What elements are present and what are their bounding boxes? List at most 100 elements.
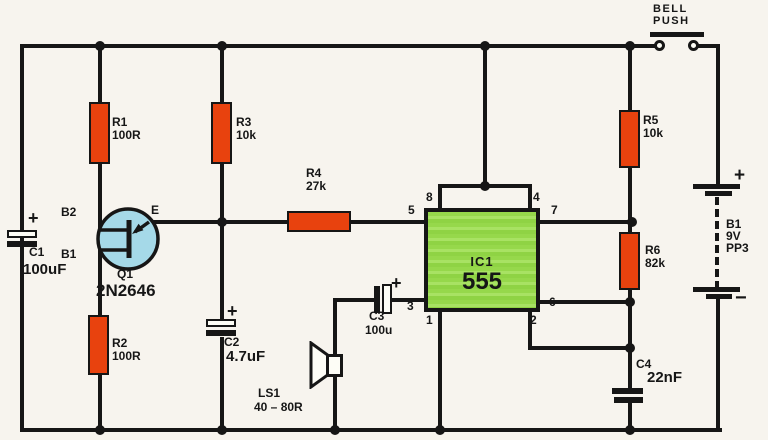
- wire-battery-bottom: [716, 296, 720, 430]
- wire-r1-b2: [98, 162, 102, 240]
- wire-left-rail: [20, 44, 24, 432]
- c1-value-label: 100uF: [23, 261, 67, 278]
- wire-pin2-vertical: [528, 312, 532, 350]
- speaker-driver: [326, 354, 343, 377]
- resistor-r6: [619, 232, 640, 290]
- capacitor-c4-plate: [614, 397, 643, 403]
- capacitor-c3-plate-positive: [382, 284, 392, 314]
- q1-b2-label: B2: [61, 205, 77, 219]
- c4-value-label: 22nF: [647, 369, 683, 386]
- junction-dot: [627, 217, 637, 227]
- junction-dot: [480, 41, 490, 51]
- battery-plate-short-negative: [706, 294, 732, 299]
- capacitor-c2-plate-positive: [206, 319, 236, 327]
- wire-r1-top: [98, 48, 102, 104]
- wire-pin2-horizontal: [528, 346, 632, 350]
- ic-pin3-label: 3: [407, 299, 414, 313]
- resistor-r3: [211, 102, 232, 164]
- switch-contact: [688, 40, 699, 51]
- ic-pin7-label: 7: [551, 203, 558, 217]
- junction-dot: [217, 41, 227, 51]
- battery-plate-short: [705, 191, 732, 196]
- junction-dot: [625, 425, 635, 435]
- wire-r5-top: [628, 48, 632, 112]
- wire-b1-r2: [98, 238, 102, 317]
- capacitor-c3-plate-negative: [374, 286, 380, 313]
- wire-c4-bottom: [628, 402, 632, 430]
- junction-dot: [217, 425, 227, 435]
- wire-top-rail: [20, 44, 658, 48]
- ls1-value-label: 40 – 80R: [254, 400, 303, 414]
- junction-dot: [625, 41, 635, 51]
- wire-pin8: [438, 186, 442, 210]
- c3-value-label: 100u: [365, 323, 393, 337]
- wire-pin1: [438, 312, 442, 430]
- capacitor-c2-plate-negative: [206, 330, 236, 336]
- c2-value-label: 4.7uF: [226, 348, 266, 365]
- capacitor-c4-plate: [612, 388, 643, 394]
- ls1-ref-label: LS1: [258, 386, 281, 400]
- c3-ref-label: C3: [369, 309, 385, 323]
- capacitor-c1-plate-positive: [7, 230, 37, 238]
- wire-r5-r6: [628, 166, 632, 234]
- wire-battery-top: [716, 46, 720, 188]
- battery-plate-long-positive: [693, 184, 740, 189]
- ic-pin8-label: 8: [426, 190, 433, 204]
- wire-r6-pin6: [628, 288, 632, 350]
- wire-pin3-c3: [392, 298, 426, 302]
- c4-ref-label: C4: [636, 357, 652, 371]
- r2-value-label: 100R: [112, 349, 141, 363]
- c1-plus-sign: +: [28, 208, 39, 228]
- ic-pin6-label: 6: [549, 295, 556, 309]
- resistor-r2: [88, 315, 109, 375]
- junction-dot: [95, 425, 105, 435]
- bell-push-label-line2: PUSH: [653, 15, 690, 27]
- ic-pin5-label: 5: [408, 203, 415, 217]
- ic-555-body: IC1 555: [424, 208, 540, 312]
- wire-pin6: [540, 300, 632, 304]
- resistor-r1: [89, 102, 110, 164]
- c3-plus-sign: +: [391, 273, 402, 293]
- wire-to-c4: [628, 348, 632, 390]
- ic-pin2-label: 2: [530, 313, 537, 327]
- wire-c2-bottom: [220, 337, 224, 430]
- q1-e-label: E: [151, 203, 160, 217]
- junction-dot: [625, 297, 635, 307]
- capacitor-c1-plate-negative: [7, 241, 37, 247]
- q1-ref-label: Q1: [117, 267, 134, 281]
- ic-pin1-label: 1: [426, 313, 433, 327]
- r5-ref-label: R5: [643, 113, 659, 127]
- battery-voltage-label: 9V: [726, 229, 741, 243]
- battery-plus-sign: +: [734, 165, 746, 186]
- r5-value-label: 10k: [643, 126, 664, 140]
- wire-pin7: [540, 220, 632, 224]
- junction-dot: [625, 343, 635, 353]
- c1-ref-label: C1: [29, 245, 45, 259]
- c2-ref-label: C2: [224, 335, 240, 349]
- wire-ic-supply: [483, 48, 487, 186]
- r1-ref-label: R1: [112, 115, 128, 129]
- transistor-q1-symbol: [96, 207, 160, 271]
- battery-plate-long: [693, 287, 740, 292]
- junction-dot: [217, 217, 227, 227]
- wire-c3-speaker: [333, 298, 379, 302]
- wire-r3-c2: [220, 162, 224, 322]
- junction-dot: [480, 181, 490, 191]
- ic-ref-label: IC1: [470, 254, 494, 269]
- wire-switch-battery: [697, 44, 720, 48]
- ic-part-label: 555: [461, 268, 503, 295]
- wire-bottom-rail: [20, 428, 722, 432]
- resistor-r5: [619, 110, 640, 168]
- switch-lever: [650, 32, 704, 37]
- junction-dot: [435, 425, 445, 435]
- q1-part-label: 2N2646: [96, 281, 156, 300]
- battery-minus-sign: −: [735, 287, 747, 309]
- r2-ref-label: R2: [112, 336, 128, 350]
- battery-type-label: PP3: [726, 241, 749, 255]
- ic-pin4-label: 4: [533, 190, 540, 204]
- r6-ref-label: R6: [645, 243, 661, 257]
- wire-r3-top: [220, 48, 224, 104]
- r1-value-label: 100R: [112, 128, 141, 142]
- r3-ref-label: R3: [236, 115, 252, 129]
